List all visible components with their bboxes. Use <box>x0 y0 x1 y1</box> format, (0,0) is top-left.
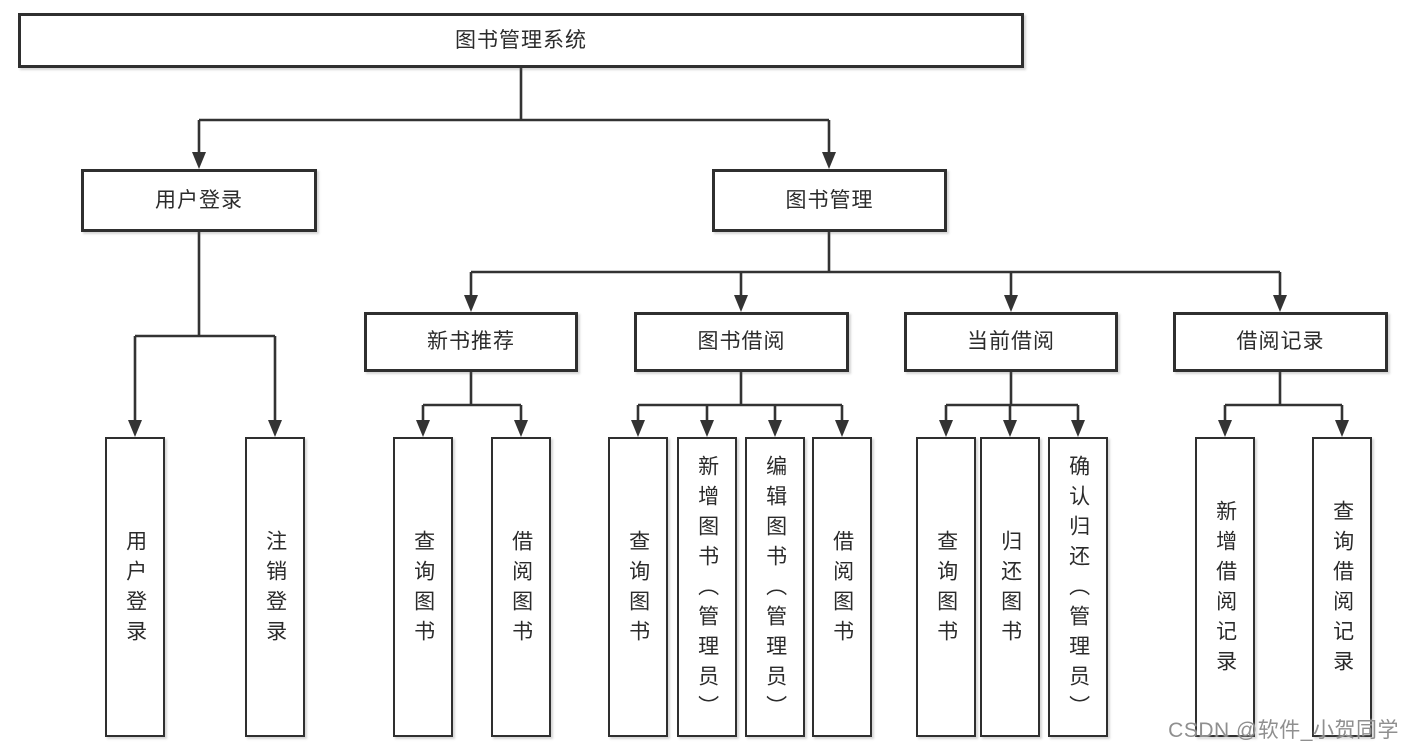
connector-userlogin-to-leaves <box>133 232 277 422</box>
node-cb-confirm-return-admin: 确认归还（管理员） <box>1048 437 1108 737</box>
node-bb-borrow-books: 借阅图书 <box>812 437 872 737</box>
node-book-management: 图书管理 <box>712 169 947 232</box>
node-borrow-records: 借阅记录 <box>1173 312 1388 372</box>
node-br-add-record: 新增借阅记录 <box>1195 437 1255 737</box>
connector-bookmgmt-to-level3 <box>469 232 1282 297</box>
connector-root-to-level2 <box>197 68 831 154</box>
node-new-book-recommend: 新书推荐 <box>364 312 578 372</box>
node-nb-borrow-books: 借阅图书 <box>491 437 551 737</box>
node-book-borrow: 图书借阅 <box>634 312 849 372</box>
node-cb-return-books: 归还图书 <box>980 437 1040 737</box>
node-root: 图书管理系统 <box>18 13 1024 68</box>
arrowheads <box>128 152 1349 437</box>
node-current-borrow: 当前借阅 <box>904 312 1118 372</box>
node-logout: 注销登录 <box>245 437 305 737</box>
node-bb-query-books: 查询图书 <box>608 437 668 737</box>
connector-records-to-leaves <box>1223 372 1344 422</box>
node-user-login-action: 用户登录 <box>105 437 165 737</box>
node-nb-query-books: 查询图书 <box>393 437 453 737</box>
connector-bookborrow-to-leaves <box>636 372 844 422</box>
connector-newbook-to-leaves <box>421 372 523 422</box>
connector-currentborrow-to-leaves <box>944 372 1080 422</box>
node-cb-query-books: 查询图书 <box>916 437 976 737</box>
node-bb-add-books-admin: 新增图书（管理员） <box>677 437 737 737</box>
csdn-watermark: CSDN @软件_小贺同学 <box>1168 719 1399 742</box>
node-user-login: 用户登录 <box>81 169 317 232</box>
node-br-query-record: 查询借阅记录 <box>1312 437 1372 737</box>
node-bb-edit-books-admin: 编辑图书（管理员） <box>745 437 805 737</box>
connector-paths <box>133 68 1344 422</box>
